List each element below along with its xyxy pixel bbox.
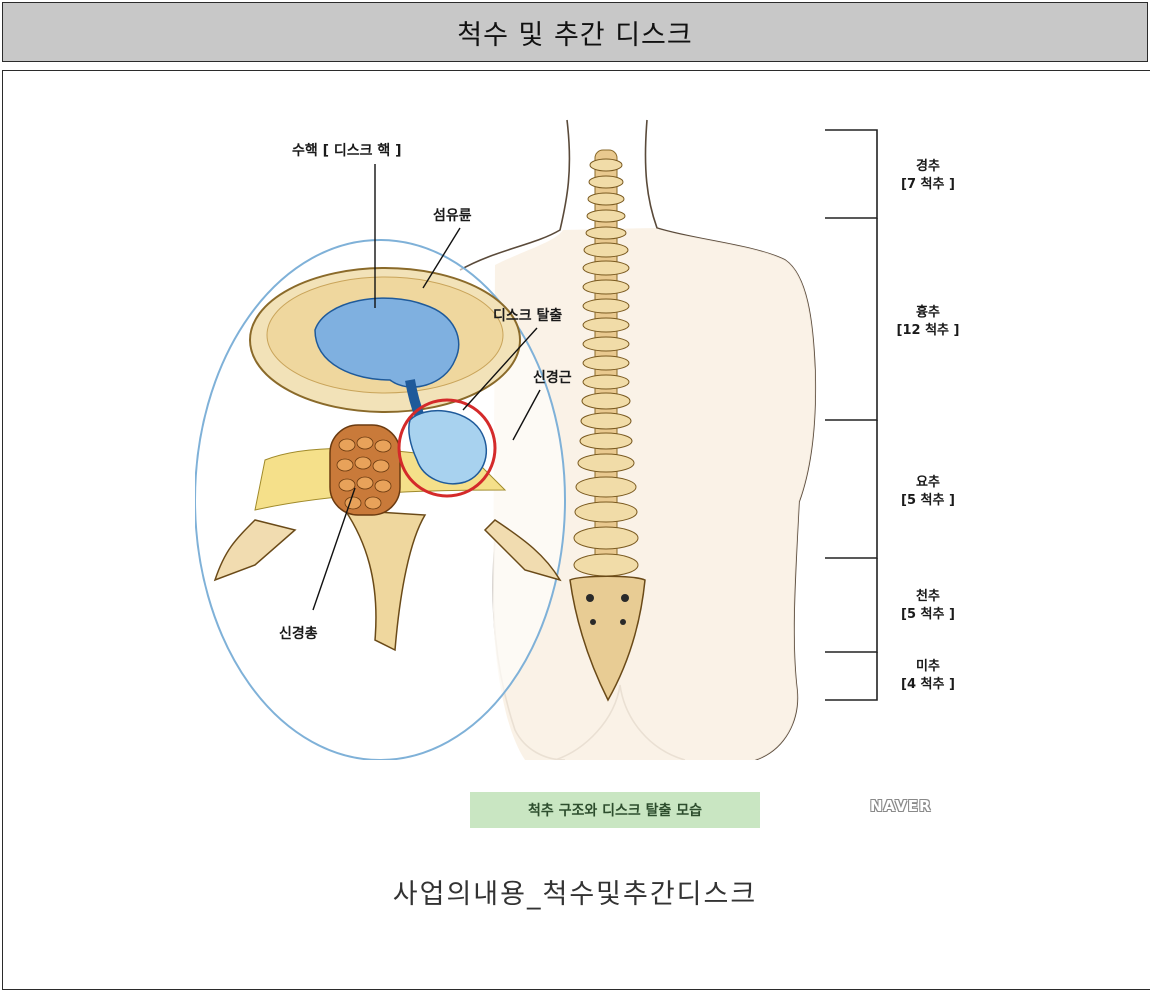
label-annulus: 섬유륜 xyxy=(433,208,472,224)
label-cauda-equina: 신경총 xyxy=(279,625,318,642)
label-herniation: 디스크 탈출 xyxy=(493,307,562,324)
region-lumbar-count: [5 척추 ] xyxy=(901,492,955,508)
spine-illustration: 수핵 [ 디스크 핵 ] 섬유륜 디스크 탈출 신경근 신경총 경추 [7 척추… xyxy=(195,110,985,760)
label-nucleus: 수핵 [ 디스크 핵 ] xyxy=(292,143,402,159)
region-sacral: 천추 xyxy=(916,588,940,604)
label-nerve-root: 신경근 xyxy=(533,369,572,386)
region-cervical: 경추 xyxy=(916,158,940,174)
region-sacral-count: [5 척추 ] xyxy=(901,606,955,622)
region-coccygeal: 미추 xyxy=(916,658,940,674)
spine-illustration-svg: 수핵 [ 디스크 핵 ] 섬유륜 디스크 탈출 신경근 신경총 경추 [7 척추… xyxy=(195,110,985,760)
region-brackets xyxy=(825,130,877,700)
page-title: 척수 및 추간 디스크 xyxy=(457,13,692,52)
naver-watermark: NAVER xyxy=(870,797,932,815)
region-cervical-count: [7 척추 ] xyxy=(901,176,955,192)
region-coccygeal-count: [4 척추 ] xyxy=(901,676,955,692)
title-bar: 척수 및 추간 디스크 xyxy=(2,2,1148,62)
bottom-caption: 사업의내용_척수및추간디스크 xyxy=(0,872,1150,911)
region-lumbar: 요추 xyxy=(916,474,940,490)
region-thoracic-count: [12 척추 ] xyxy=(897,322,960,338)
region-thoracic: 흉추 xyxy=(916,304,940,320)
figure-caption-box: 척추 구조와 디스크 탈출 모습 xyxy=(470,792,760,828)
figure-caption: 척추 구조와 디스크 탈출 모습 xyxy=(528,800,702,820)
